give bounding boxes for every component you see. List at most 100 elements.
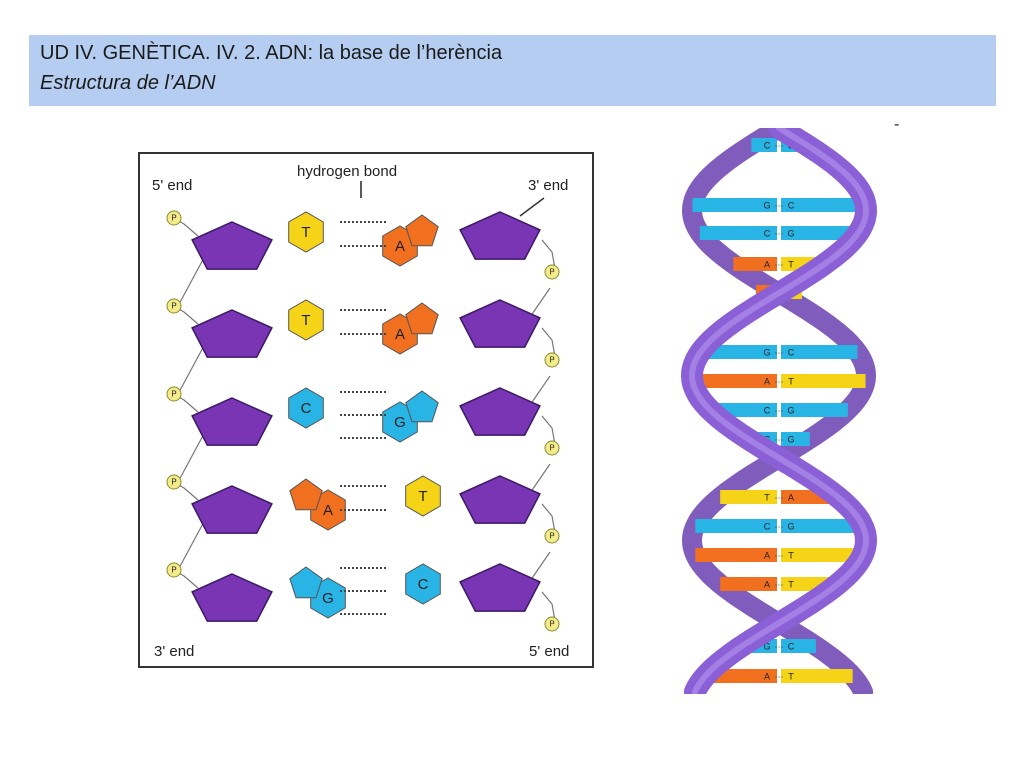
rung-right-T <box>781 669 853 683</box>
rung-right-G <box>781 226 859 240</box>
sugar-left <box>191 221 273 270</box>
base-G: G <box>382 390 439 443</box>
base-T: T <box>288 211 324 253</box>
rung-left-C <box>751 138 777 152</box>
phosphate: P <box>544 352 560 368</box>
rung-bond-dots: ··· <box>775 492 784 502</box>
rung-bond-dots: ··· <box>775 550 784 560</box>
base-letter: A <box>395 238 405 255</box>
base-letter: A <box>323 502 333 519</box>
rung-letter-left: C <box>764 140 771 150</box>
base-C: C <box>405 563 441 605</box>
rung-letter-right: C <box>788 347 795 357</box>
rung-letter-left: A <box>764 579 770 589</box>
corner-mark: - <box>894 116 900 133</box>
rung-letter-left: A <box>764 376 770 386</box>
rung-letter-right: G <box>787 228 794 238</box>
phosphate-label: P <box>549 532 554 541</box>
base-letter: C <box>418 576 429 593</box>
base-G: G <box>289 566 346 619</box>
rung-right-C <box>781 198 866 212</box>
rung-bond-dots: ··· <box>775 579 784 589</box>
rung-left-C <box>699 226 777 240</box>
rung-letter-right: T <box>788 259 794 269</box>
rung-bond-dots: ··· <box>775 347 784 357</box>
sugar-left <box>191 573 273 622</box>
helix-rung: A T ··· <box>692 374 866 388</box>
helix-rung: G C ··· <box>700 345 858 359</box>
backbone-link <box>177 517 207 571</box>
base-A: A <box>382 302 439 355</box>
sugar-left <box>191 397 273 446</box>
label-3-end-bottom: 3' end <box>154 643 194 660</box>
rung-letter-left: G <box>763 641 770 651</box>
rung-bond-dots: ··· <box>775 200 784 210</box>
backbone-link <box>177 253 207 307</box>
rung-left-G <box>692 198 777 212</box>
rung-letter-right: T <box>788 579 794 589</box>
phosphate-label: P <box>171 214 176 223</box>
helix-rung: A T ··· <box>695 548 863 562</box>
slide-subtitle: Estructura de l’ADN <box>40 72 216 94</box>
base-letter: T <box>418 488 427 505</box>
rung-right-T <box>781 374 866 388</box>
rung-letter-left: C <box>764 228 771 238</box>
phosphate-label: P <box>171 566 176 575</box>
label-5-end-top: 5' end <box>152 177 192 194</box>
rung-letter-right: T <box>788 550 794 560</box>
rung-letter-right: C <box>788 200 795 210</box>
backbone-link <box>177 341 207 395</box>
phosphate: P <box>166 210 182 226</box>
sugar-left <box>191 485 273 534</box>
helix-strand-highlight <box>688 128 870 694</box>
rung-letter-left: G <box>763 200 770 210</box>
rung-bond-dots: ··· <box>775 228 784 238</box>
slide-title: UD IV. GENÈTICA. IV. 2. ADN: la base de … <box>40 42 503 64</box>
rung-letter-right: C <box>788 641 795 651</box>
rung-letter-left: A <box>764 550 770 560</box>
base-T: T <box>288 299 324 341</box>
sugar-right <box>459 299 541 348</box>
rung-right-C <box>781 345 858 359</box>
rung-left-A <box>720 577 777 591</box>
rung-letter-right: G <box>787 521 794 531</box>
label-3-end-top: 3' end <box>528 177 568 194</box>
rung-right-G <box>781 519 863 533</box>
phosphate-label: P <box>171 390 176 399</box>
base-pair-row: P P T A <box>166 210 560 321</box>
phosphate-label: P <box>549 356 554 365</box>
rung-letter-right: G <box>787 405 794 415</box>
rung-bond-dots: ··· <box>775 405 784 415</box>
sugar-right <box>459 563 541 612</box>
phosphate: P <box>166 298 182 314</box>
rung-bond-dots: ··· <box>775 521 784 531</box>
rung-letter-left: G <box>763 347 770 357</box>
rung-letter-left: T <box>764 492 770 502</box>
sugar-right <box>459 475 541 524</box>
sugar-left <box>191 309 273 358</box>
rung-right-G <box>781 432 810 446</box>
phosphate-label: P <box>549 268 554 277</box>
phosphate: P <box>166 386 182 402</box>
helix-front-strand <box>680 128 878 694</box>
rung-bond-dots: ··· <box>775 641 784 651</box>
rung-letter-right: T <box>788 376 794 386</box>
rung-letter-left: A <box>764 259 770 269</box>
sugar-right <box>459 387 541 436</box>
rung-left-C <box>695 519 777 533</box>
rung-letter-right: T <box>788 671 794 681</box>
phosphate: P <box>544 264 560 280</box>
rung-left-T <box>720 490 777 504</box>
base-letter: C <box>301 400 312 417</box>
sugar-right <box>459 211 541 260</box>
rung-bond-dots: ··· <box>775 140 784 150</box>
rung-bond-dots: ··· <box>775 376 784 386</box>
base-A: A <box>382 214 439 267</box>
rung-right-C <box>781 639 816 653</box>
base-pair-row: P P T A <box>166 298 560 409</box>
backbone-link <box>177 429 207 483</box>
